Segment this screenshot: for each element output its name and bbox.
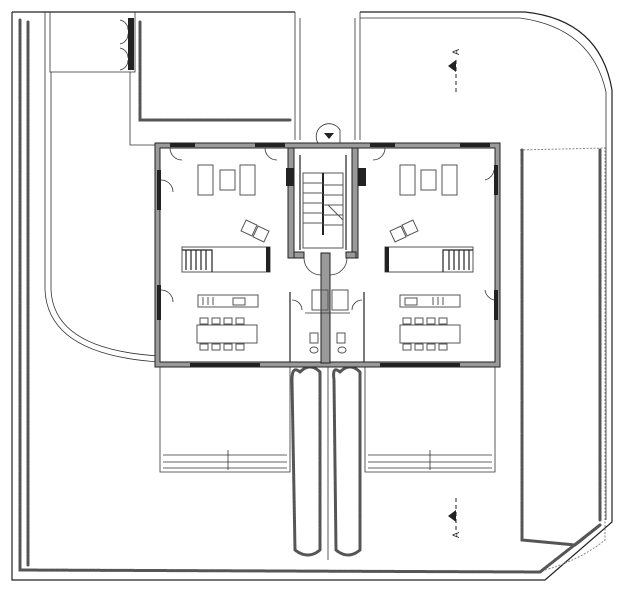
hedges xyxy=(18,18,606,574)
site-boundary xyxy=(11,11,613,581)
section-marker-top: A xyxy=(448,49,461,92)
terrace-left xyxy=(159,365,291,473)
entrance xyxy=(315,123,341,144)
terrace-right xyxy=(364,365,496,473)
right-unit-furniture xyxy=(372,147,495,351)
bathrooms xyxy=(289,289,365,362)
left-unit-furniture xyxy=(160,147,278,351)
section-label-top: A xyxy=(451,49,461,55)
building-walls xyxy=(154,142,501,368)
driveway-lines xyxy=(44,12,361,363)
section-marker-bottom: A xyxy=(448,498,461,538)
central-stair xyxy=(286,168,366,276)
garage-doors xyxy=(119,18,134,71)
section-label-bottom: A xyxy=(451,532,461,538)
